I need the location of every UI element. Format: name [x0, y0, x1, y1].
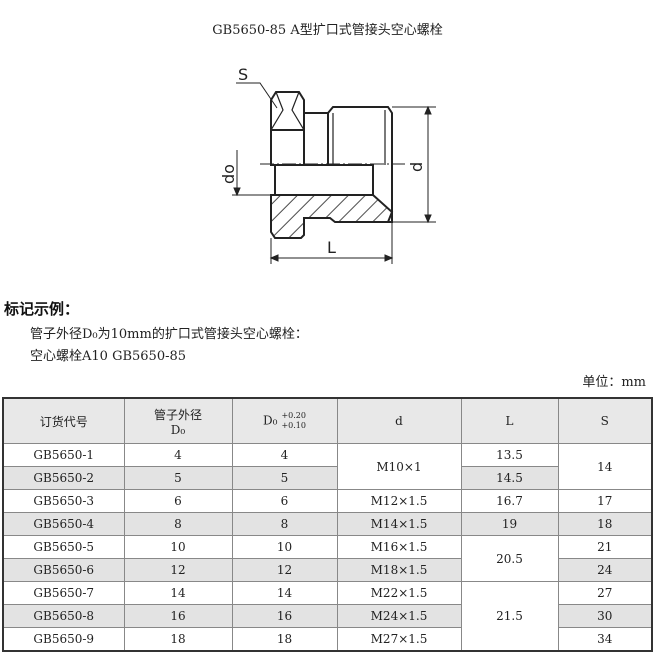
cell-l: 14.5 [460, 466, 559, 490]
cell-code: GB5650-5 [2, 535, 125, 559]
cell-s: 34 [557, 627, 653, 652]
cell-d: M14×1.5 [336, 512, 462, 536]
cell-d0: 8 [231, 512, 338, 536]
cell-d0: 18 [231, 627, 338, 652]
hollow-bolt-drawing: S do d L [219, 65, 436, 264]
cell-od: 12 [123, 558, 233, 582]
cell-s: 27 [557, 581, 653, 605]
cell-od: 8 [123, 512, 233, 536]
header-s: S [557, 397, 653, 444]
cell-s: 17 [557, 489, 653, 513]
example-heading: 标记示例： [4, 300, 80, 318]
header-pipe-od-symbol: D₀ [170, 422, 186, 437]
cell-od: 16 [123, 604, 233, 628]
tolerance-upper: +0.20 [281, 411, 306, 420]
cell-od: 5 [123, 466, 233, 490]
cell-d: M27×1.5 [336, 627, 462, 652]
tolerance-lower: +0.10 [281, 421, 306, 430]
header-pipe-od-label: 管子外径 [153, 407, 202, 422]
header-d0-label: D₀ [263, 413, 278, 428]
label-s: S [238, 65, 248, 84]
label-d0: do [219, 164, 238, 184]
cell-d: M16×1.5 [336, 535, 462, 559]
cell-s: 24 [557, 558, 653, 582]
cell-code: GB5650-9 [2, 627, 125, 652]
cell-code: GB5650-7 [2, 581, 125, 605]
cell-code: GB5650-2 [2, 466, 125, 490]
cell-d0: 14 [231, 581, 338, 605]
cell-l: 13.5 [460, 443, 559, 467]
cell-l: 20.5 [460, 535, 559, 582]
cell-d: M22×1.5 [336, 581, 462, 605]
cell-d0: 10 [231, 535, 338, 559]
cell-d: M10×1 [336, 443, 462, 490]
cell-code: GB5650-1 [2, 443, 125, 467]
header-code: 订货代号 [2, 397, 125, 444]
cell-d0: 6 [231, 489, 338, 513]
example-line-2: 空心螺栓A10 GB5650-85 [30, 349, 187, 364]
header-d: d [336, 397, 462, 444]
cell-d0: 12 [231, 558, 338, 582]
cell-code: GB5650-4 [2, 512, 125, 536]
cell-d: M24×1.5 [336, 604, 462, 628]
cell-od: 6 [123, 489, 233, 513]
cell-l: 21.5 [460, 581, 559, 652]
cell-d0: 16 [231, 604, 338, 628]
cell-s: 21 [557, 535, 653, 559]
header-d0: D₀+0.20+0.10 [231, 397, 338, 444]
cell-d: M18×1.5 [336, 558, 462, 582]
header-l: L [460, 397, 559, 444]
cell-l: 16.7 [460, 489, 559, 513]
page-title: GB5650-85 A型扩口式管接头空心螺栓 [212, 23, 443, 38]
cell-d: M12×1.5 [336, 489, 462, 513]
cell-d0: 4 [231, 443, 338, 467]
example-line-1: 管子外径D₀为10mm的扩口式管接头空心螺栓： [30, 327, 308, 342]
cell-od: 4 [123, 443, 233, 467]
cell-od: 18 [123, 627, 233, 652]
cell-s: 30 [557, 604, 653, 628]
cell-code: GB5650-8 [2, 604, 125, 628]
cell-code: GB5650-3 [2, 489, 125, 513]
unit-label: 单位：mm [582, 375, 646, 390]
cell-s: 14 [557, 443, 653, 490]
label-l: L [327, 238, 336, 257]
cell-d0: 5 [231, 466, 338, 490]
label-d: d [407, 162, 426, 172]
cell-l: 19 [460, 512, 559, 536]
cell-od: 14 [123, 581, 233, 605]
cell-s: 18 [557, 512, 653, 536]
cell-od: 10 [123, 535, 233, 559]
cell-code: GB5650-6 [2, 558, 125, 582]
